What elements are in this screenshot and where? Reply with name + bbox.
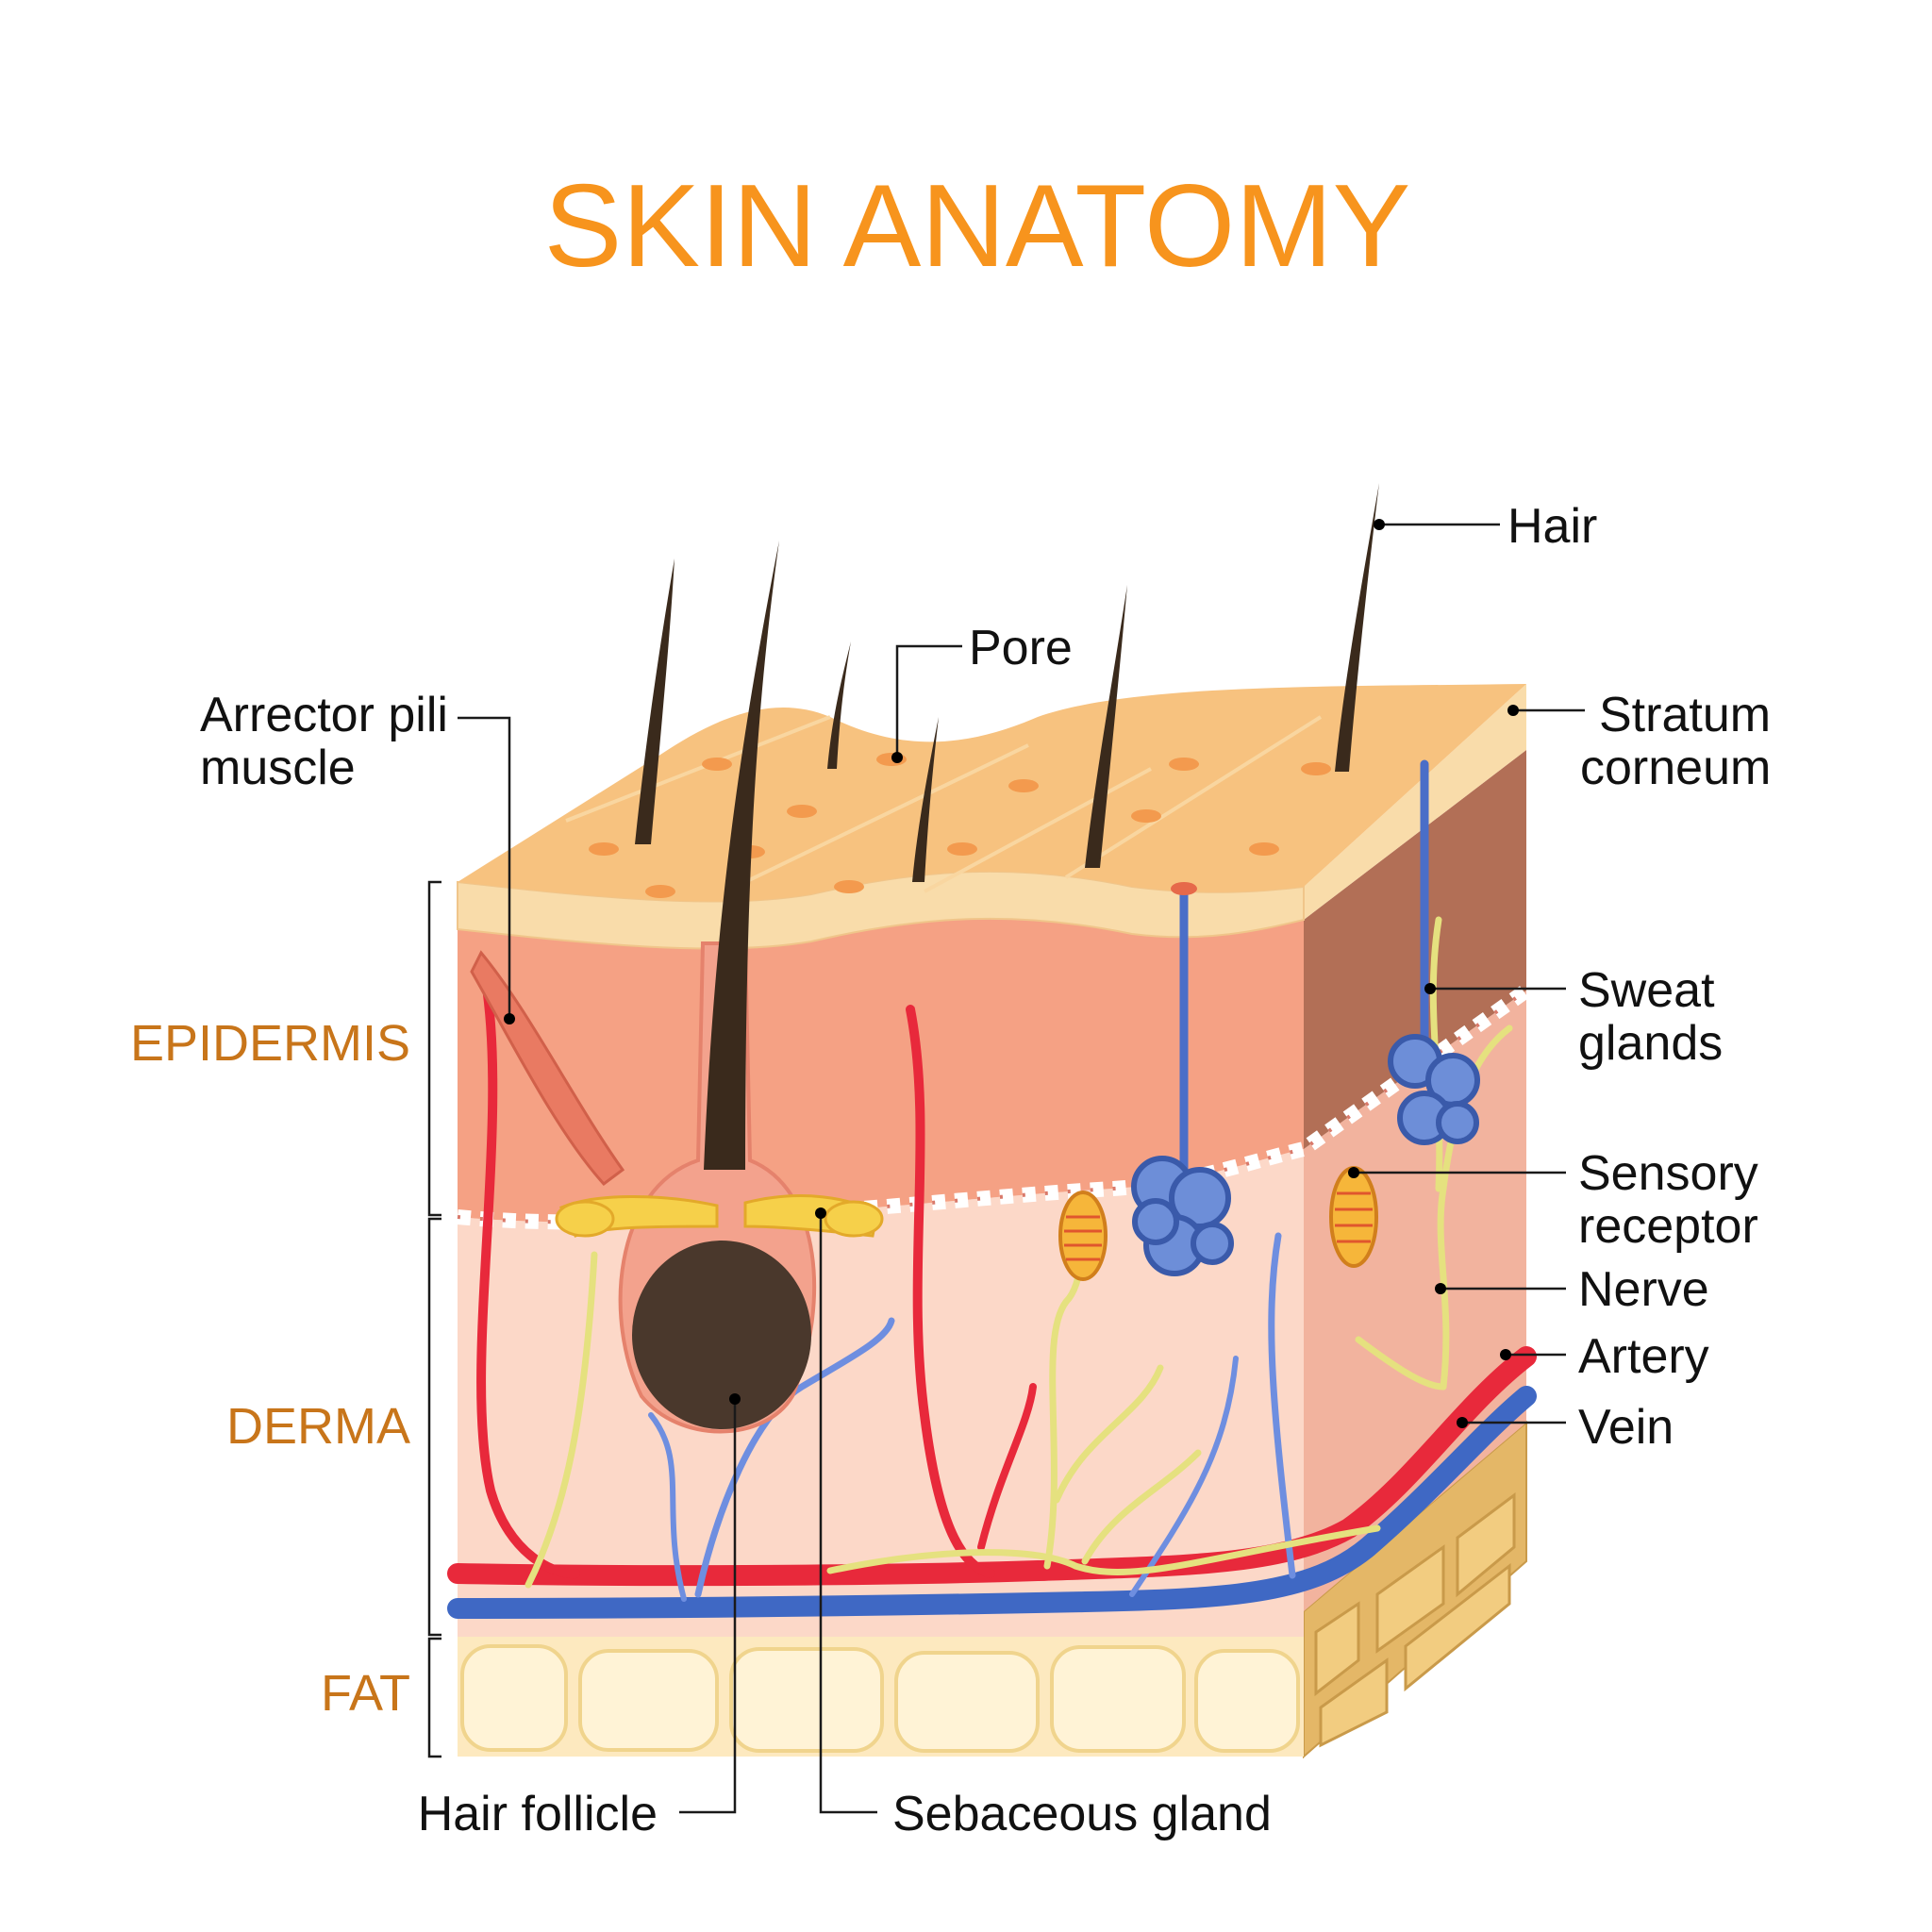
- sweat-gland-coils: [1131, 1034, 1480, 1276]
- epidermis-layer: [458, 918, 1304, 1223]
- fat-label: FAT: [321, 1665, 410, 1722]
- fat-side-cells: [1314, 1492, 1516, 1748]
- hair-bulb: [632, 1241, 811, 1429]
- skin-surface-creases: [565, 715, 1323, 893]
- arrector-pili-label-line1: Arrector pili: [200, 688, 448, 742]
- stratum-corneum-label-line1: Stratum: [1599, 688, 1771, 742]
- callout-pore: Pore: [891, 621, 1073, 763]
- stratum-corneum-layer: [457, 870, 1305, 950]
- sweat-glands-label-line1: Sweat: [1578, 963, 1715, 1018]
- callout-sebaceous-gland: Sebaceous gland: [815, 1208, 1272, 1841]
- sweat-glands-label-line2: glands: [1578, 1016, 1723, 1071]
- vein-vessel: [447, 1386, 1537, 1619]
- arrector-pili-label-line2: muscle: [200, 741, 356, 795]
- hair-label: Hair: [1507, 499, 1597, 554]
- vein-label: Vein: [1578, 1400, 1674, 1455]
- diagram-title: SKIN ANATOMY: [544, 161, 1411, 291]
- layer-brackets: [427, 880, 441, 1758]
- nerve-label: Nerve: [1578, 1262, 1709, 1317]
- callout-arrector-pili: Arrector pili muscle: [200, 688, 515, 1024]
- derma-label: DERMA: [226, 1398, 410, 1455]
- callout-hair-follicle: Hair follicle: [418, 1393, 741, 1841]
- callout-nerve: Nerve: [1435, 1262, 1709, 1317]
- callout-artery: Artery: [1500, 1329, 1709, 1384]
- sweat-pore: [1171, 882, 1197, 895]
- hairs: [635, 483, 1379, 1170]
- sebaceous-gland-left-lobe: [555, 1200, 615, 1238]
- capillaries: [476, 976, 1296, 1602]
- stratum-side-face: [1304, 684, 1526, 920]
- sweat-glands-shapes: [1179, 759, 1429, 1174]
- hair-follicle-label: Hair follicle: [418, 1787, 658, 1841]
- nerve-fibers: [525, 916, 1513, 1589]
- callout-stratum-corneum: Stratum corneum: [1507, 688, 1771, 795]
- sensory-receptor-label-line2: receptor: [1578, 1199, 1758, 1254]
- sensory-receptor-label-line1: Sensory: [1578, 1146, 1758, 1201]
- artery-label: Artery: [1578, 1329, 1709, 1384]
- sebaceous-gland-label: Sebaceous gland: [892, 1787, 1272, 1841]
- epidermis-side-face: [1304, 750, 1526, 1149]
- epidermis-label: EPIDERMIS: [130, 1015, 410, 1072]
- sebaceous-gland-right-lobe: [824, 1200, 884, 1238]
- callout-hair: Hair: [1374, 499, 1597, 554]
- stratum-corneum-label-line2: corneum: [1580, 741, 1771, 795]
- callout-vein: Vein: [1457, 1400, 1674, 1455]
- pore-label: Pore: [969, 621, 1073, 675]
- callout-sensory-receptor: Sensory receptor: [1348, 1146, 1758, 1254]
- fat-cells: [460, 1644, 1300, 1753]
- skin-block: [447, 483, 1537, 1759]
- sensory-receptors: [1058, 1166, 1378, 1281]
- callout-sweat-glands: Sweat glands: [1424, 963, 1723, 1071]
